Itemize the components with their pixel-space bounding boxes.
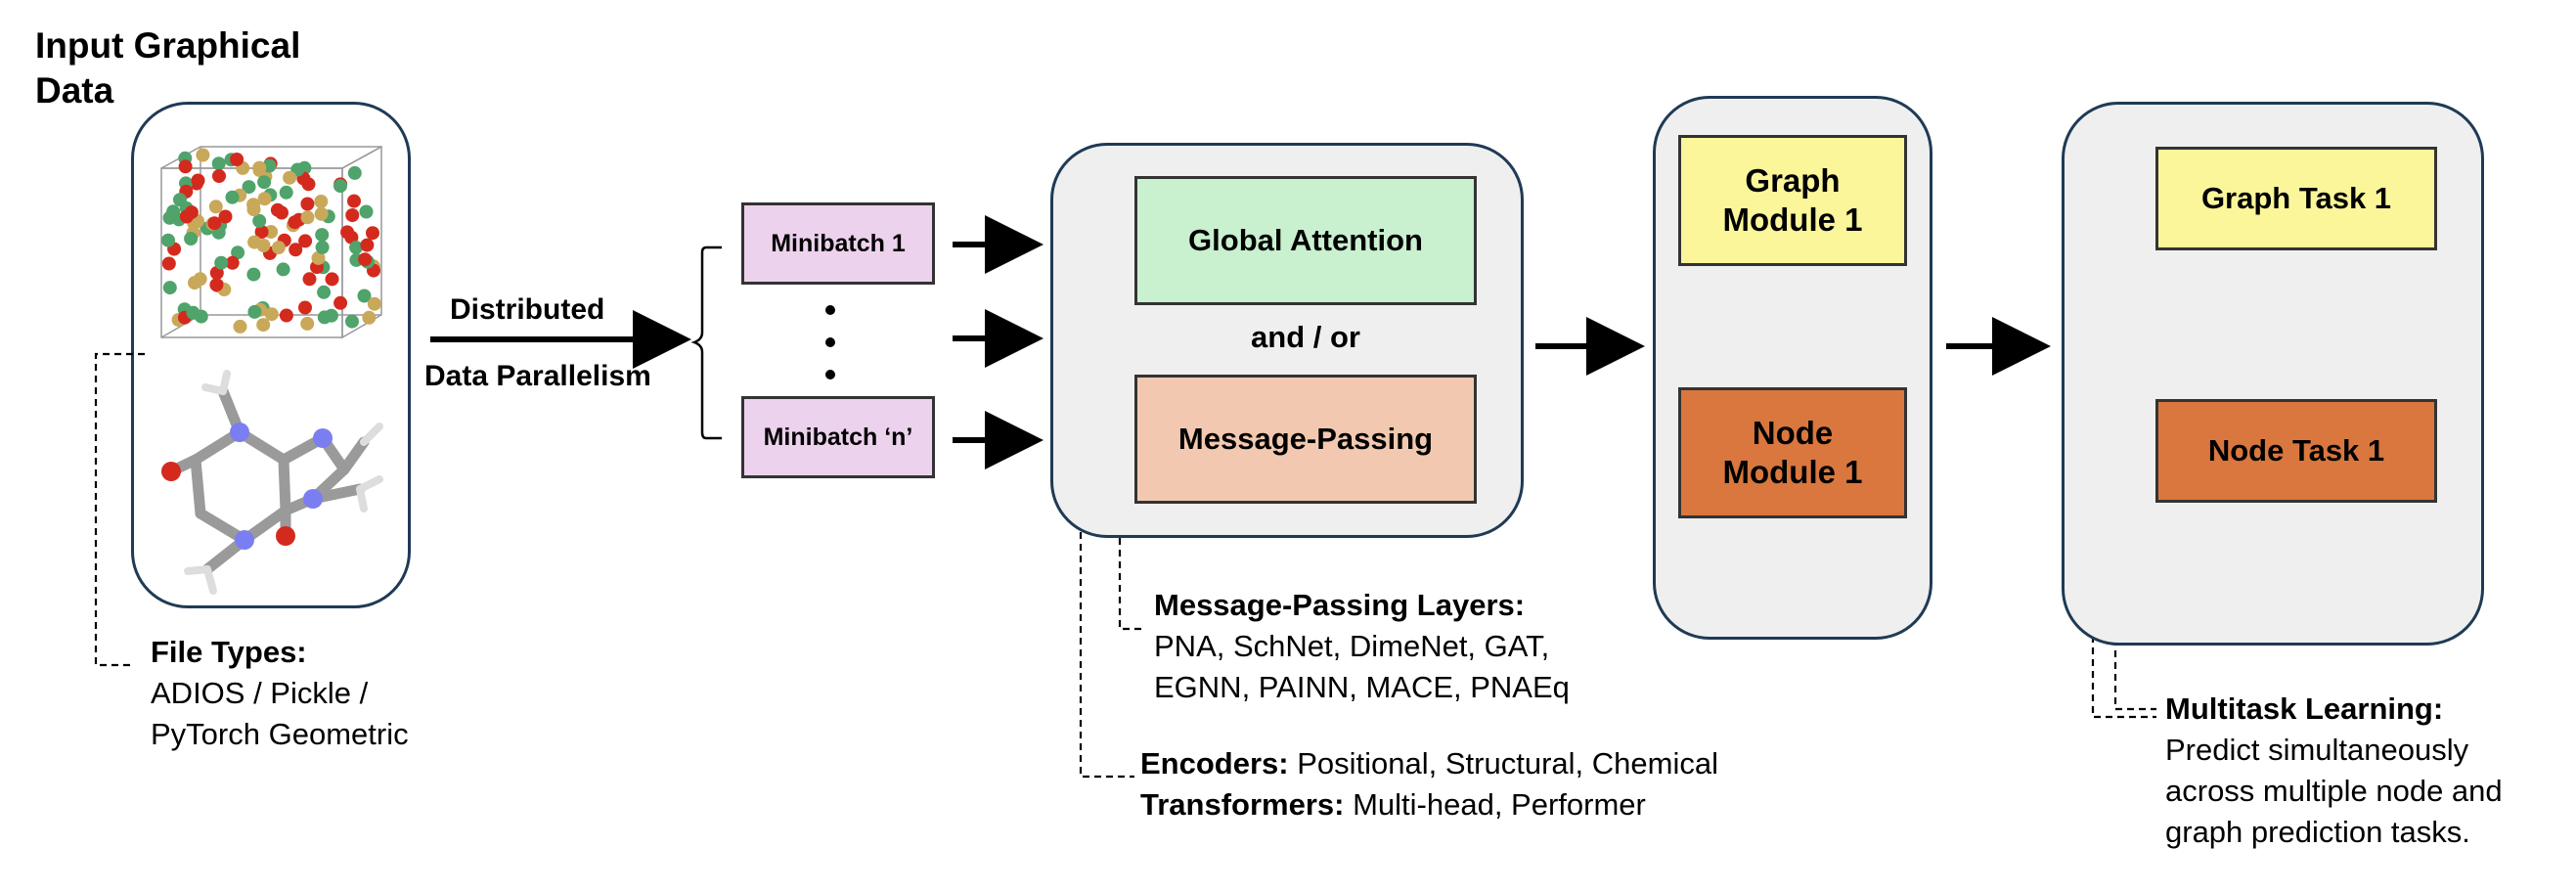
file-types-connector [94, 352, 145, 667]
graph-module-label-2: Module 1 [1722, 201, 1863, 238]
message-passing-box: Message-Passing [1134, 375, 1477, 504]
global-attention-box: Global Attention [1134, 176, 1477, 305]
and-or-label: and / or [1251, 320, 1360, 354]
mp-layers-heading: Message-Passing Layers: [1154, 588, 1526, 622]
multitask-line-2: across multiple node and [2165, 774, 2503, 808]
transformers-heading: Transformers: [1140, 787, 1345, 822]
encoders-note: Encoders: Positional, Structural, Chemic… [1140, 743, 1718, 784]
mp-layers-line-2: EGNN, PAINN, MACE, PNAEq [1154, 670, 1570, 704]
message-passing-label: Message-Passing [1177, 422, 1434, 456]
node-module-label-2: Module 1 [1722, 454, 1863, 490]
graph-module-label-1: Graph [1745, 162, 1841, 199]
transformers-text: Multi-head, Performer [1344, 787, 1646, 822]
minibatch-arrows [953, 215, 1044, 469]
distributed-label: Distributed [450, 293, 605, 326]
graph-module-box: Graph Module 1 [1678, 135, 1907, 266]
file-types-heading: File Types: [151, 635, 307, 669]
node-module-label-1: Node [1752, 415, 1834, 451]
multitask-note: Multitask Learning: Predict simultaneous… [2165, 689, 2503, 853]
crystal-lattice-icon [160, 145, 382, 339]
multitask-line-3: graph prediction tasks. [2165, 815, 2470, 849]
graph-task-label: Graph Task 1 [2200, 181, 2392, 215]
transformers-note: Transformers: Multi-head, Performer [1140, 784, 1646, 825]
mp-layers-line-1: PNA, SchNet, DimeNet, GAT, [1154, 629, 1550, 663]
encoders-text: Positional, Structural, Chemical [1288, 746, 1718, 780]
molecule-icon [161, 370, 383, 595]
multitask-line-1: Predict simultaneously [2165, 733, 2469, 767]
node-task-label: Node Task 1 [2207, 433, 2385, 468]
minibatch-n-label: Minibatch ‘n’ [763, 423, 913, 451]
multitask-heading: Multitask Learning: [2165, 691, 2444, 726]
node-module-box: Node Module 1 [1678, 387, 1907, 518]
minibatch-brace [690, 245, 722, 440]
data-parallelism-label: Data Parallelism [424, 360, 651, 392]
file-types-note: File Types: ADIOS / Pickle / PyTorch Geo… [151, 632, 409, 755]
node-task-box: Node Task 1 [2155, 399, 2437, 503]
mp-layers-note: Message-Passing Layers: PNA, SchNet, Dim… [1154, 585, 1570, 708]
encoders-heading: Encoders: [1140, 746, 1289, 780]
minibatch-1-box: Minibatch 1 [741, 202, 935, 285]
minibatch-1-label: Minibatch 1 [771, 229, 906, 257]
file-types-line-1: ADIOS / Pickle / [151, 676, 369, 710]
graph-task-box: Graph Task 1 [2155, 147, 2437, 250]
minibatch-ellipsis [825, 305, 835, 379]
input-data-title: Input Graphical Data [35, 25, 301, 111]
minibatch-n-box: Minibatch ‘n’ [741, 396, 935, 478]
global-attention-label: Global Attention [1188, 223, 1423, 257]
file-types-line-2: PyTorch Geometric [151, 717, 409, 751]
